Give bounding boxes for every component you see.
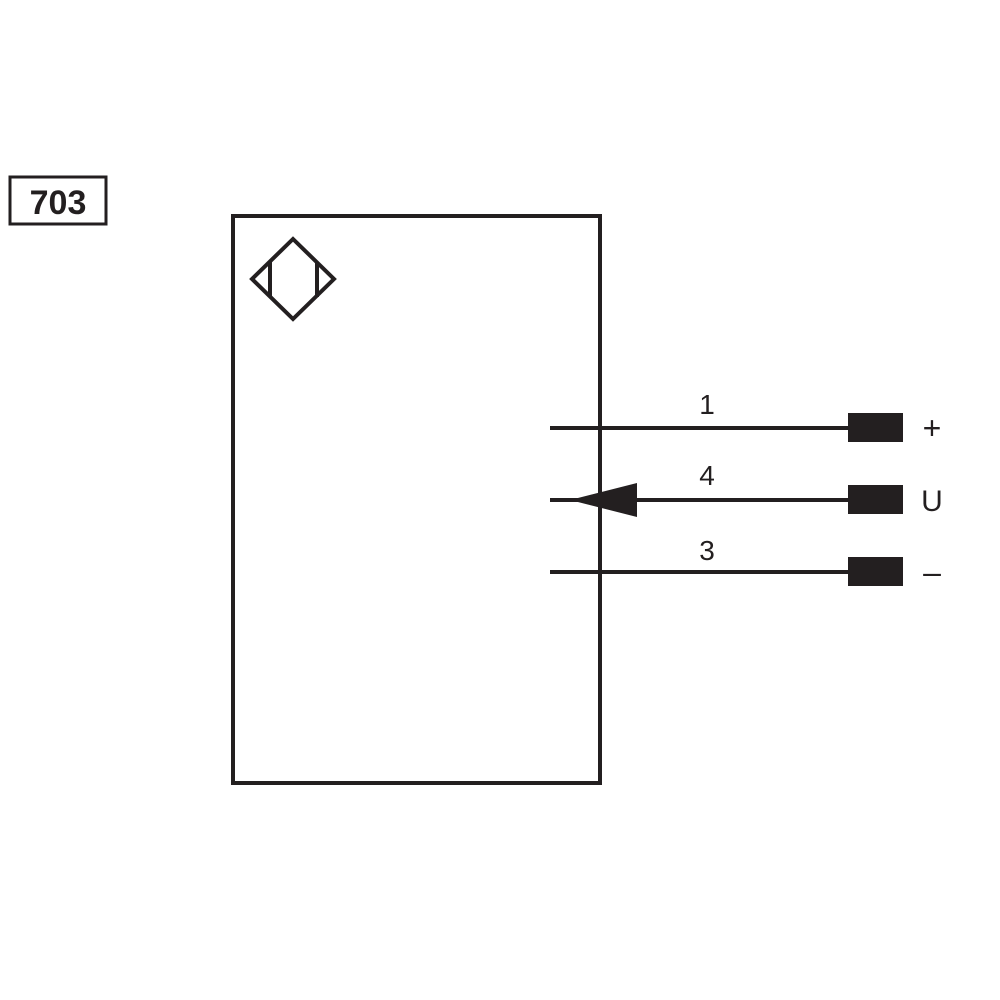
- wire-pin-1: 1 +: [550, 389, 941, 446]
- arrow-left-icon: [570, 483, 637, 517]
- diagram-id-box: 703: [8, 175, 108, 226]
- signal-label: –: [923, 554, 941, 590]
- wire-pin-3: 3 –: [550, 535, 941, 590]
- signal-label: U: [921, 485, 943, 518]
- signal-label: +: [923, 410, 942, 446]
- terminal-block: [848, 413, 903, 442]
- wire-pin-4: 4 U: [550, 460, 943, 518]
- diamond-sensor-icon: [249, 236, 337, 322]
- terminal-block: [848, 557, 903, 586]
- terminal-block: [848, 485, 903, 514]
- diagram-id-label: 703: [30, 184, 87, 222]
- pin-number: 4: [699, 460, 715, 491]
- pin-number: 3: [699, 535, 715, 566]
- pin-number: 1: [699, 389, 715, 420]
- device-body: [231, 214, 602, 785]
